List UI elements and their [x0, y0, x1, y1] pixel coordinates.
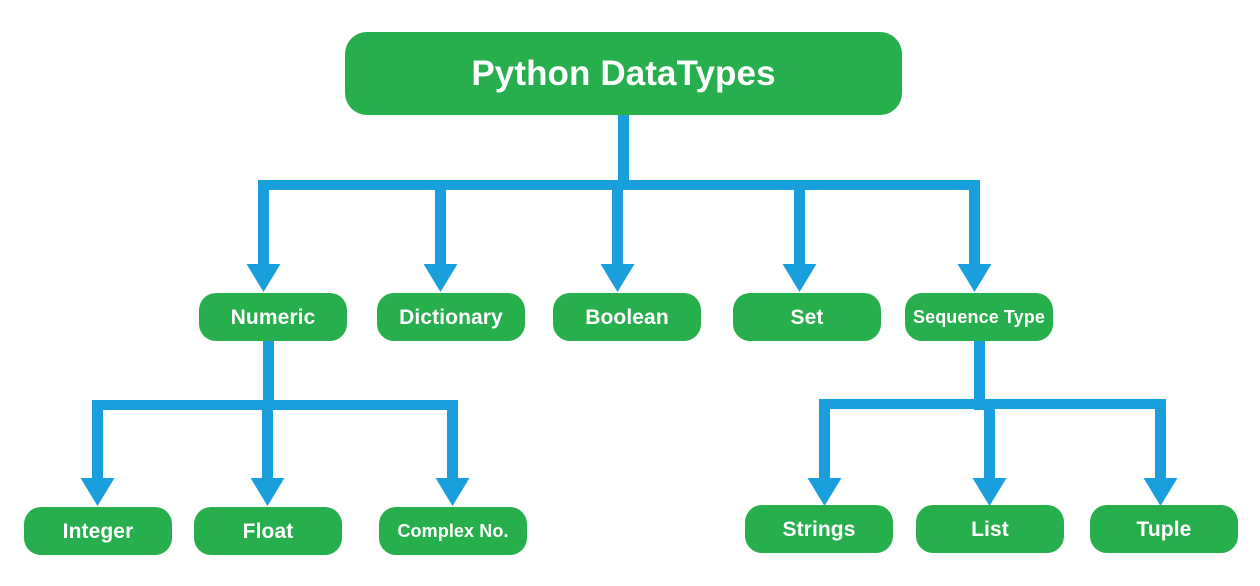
- arrow-sequence: [957, 264, 992, 292]
- edge-drop-dictionary: [435, 184, 446, 264]
- node-dictionary[interactable]: Dictionary: [377, 293, 525, 341]
- node-numeric[interactable]: Numeric: [199, 293, 347, 341]
- edge-drop-complex: [447, 404, 458, 478]
- edge-numeric-stem: [263, 340, 274, 410]
- arrow-set: [782, 264, 817, 292]
- edge-drop-set: [794, 184, 805, 264]
- node-integer[interactable]: Integer: [24, 507, 172, 555]
- arrow-complex: [435, 478, 470, 506]
- arrow-tuple: [1143, 478, 1178, 506]
- arrow-float: [250, 478, 285, 506]
- node-set[interactable]: Set: [733, 293, 881, 341]
- arrow-boolean: [600, 264, 635, 292]
- edge-drop-list: [984, 403, 995, 478]
- edge-drop-boolean: [612, 184, 623, 264]
- arrow-numeric: [246, 264, 281, 292]
- node-float[interactable]: Float: [194, 507, 342, 555]
- edge-drop-float: [262, 404, 273, 478]
- arrow-integer: [80, 478, 115, 506]
- arrow-strings: [807, 478, 842, 506]
- edge-drop-tuple: [1155, 403, 1166, 478]
- edge-drop-integer: [92, 404, 103, 478]
- edge-root-stem: [618, 113, 629, 189]
- node-complex-no[interactable]: Complex No.: [379, 507, 527, 555]
- arrow-list: [972, 478, 1007, 506]
- node-python-datatypes[interactable]: Python DataTypes: [345, 32, 902, 115]
- arrow-dictionary: [423, 264, 458, 292]
- edge-drop-sequence: [969, 184, 980, 264]
- edge-drop-strings: [819, 403, 830, 478]
- edge-sequence-stem: [974, 340, 985, 410]
- node-boolean[interactable]: Boolean: [553, 293, 701, 341]
- node-strings[interactable]: Strings: [745, 505, 893, 553]
- edge-drop-numeric: [258, 184, 269, 264]
- node-sequence-type[interactable]: Sequence Type: [905, 293, 1053, 341]
- node-tuple[interactable]: Tuple: [1090, 505, 1238, 553]
- edge-numeric-bus: [92, 400, 458, 410]
- node-list[interactable]: List: [916, 505, 1064, 553]
